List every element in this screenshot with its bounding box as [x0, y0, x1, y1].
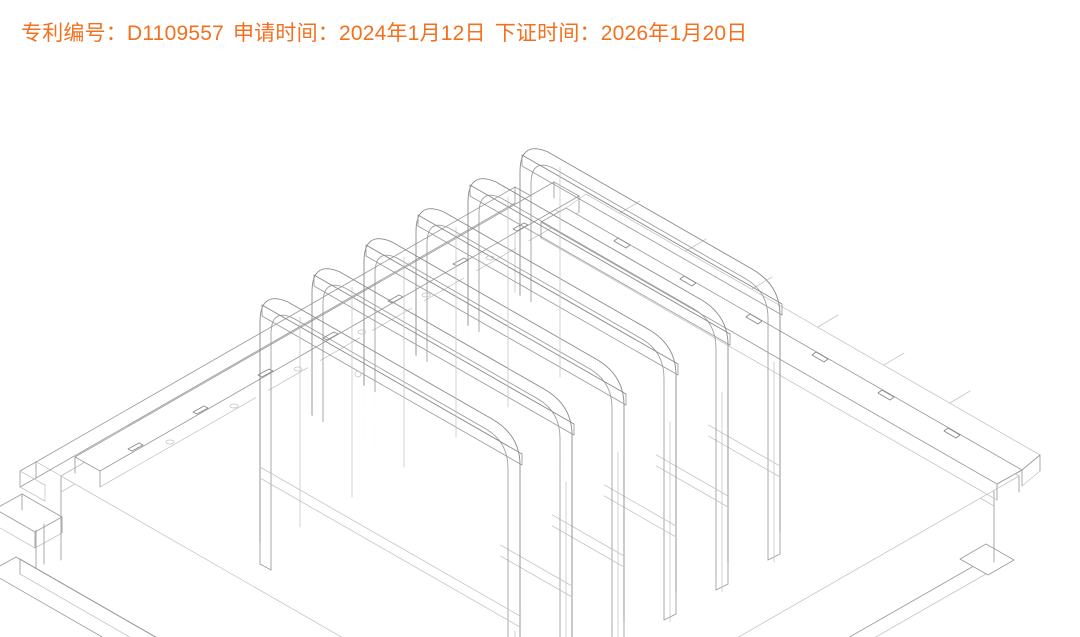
arch-back-posts: [299, 166, 561, 528]
patent-number-label: 专利编号：: [21, 22, 127, 45]
foot-beam-long-back: [19, 558, 157, 637]
grant-date-value: 2026年1月20日: [600, 22, 748, 45]
apply-date-label: 申请时间：: [232, 22, 339, 45]
arch-front-posts: [565, 361, 775, 637]
upper-connecting-rails: [261, 154, 783, 466]
rail-slot-group-front: [613, 237, 961, 439]
patent-info-header: 专利编号：D1109557 申请时间：2024年1月12日下证时间：2026年1月…: [21, 20, 748, 48]
right-end-bracket: [996, 454, 1041, 487]
patent-isometric-drawing: [0, 148, 1041, 637]
deck-marker-group: [165, 255, 495, 445]
arch-divider-1: [256, 298, 521, 637]
upper-rail-back: [74, 181, 580, 488]
left-end-bracket: [19, 461, 46, 502]
patent-number-value: D1109557: [127, 22, 224, 45]
patent-drawing-container: [0, 62, 1080, 637]
grant-date-label: 下证时间：: [494, 22, 601, 45]
apply-date-value: 2024年1月12日: [338, 22, 486, 45]
foot-beam-front: [848, 543, 1015, 637]
foot-beam-left: [0, 493, 157, 637]
